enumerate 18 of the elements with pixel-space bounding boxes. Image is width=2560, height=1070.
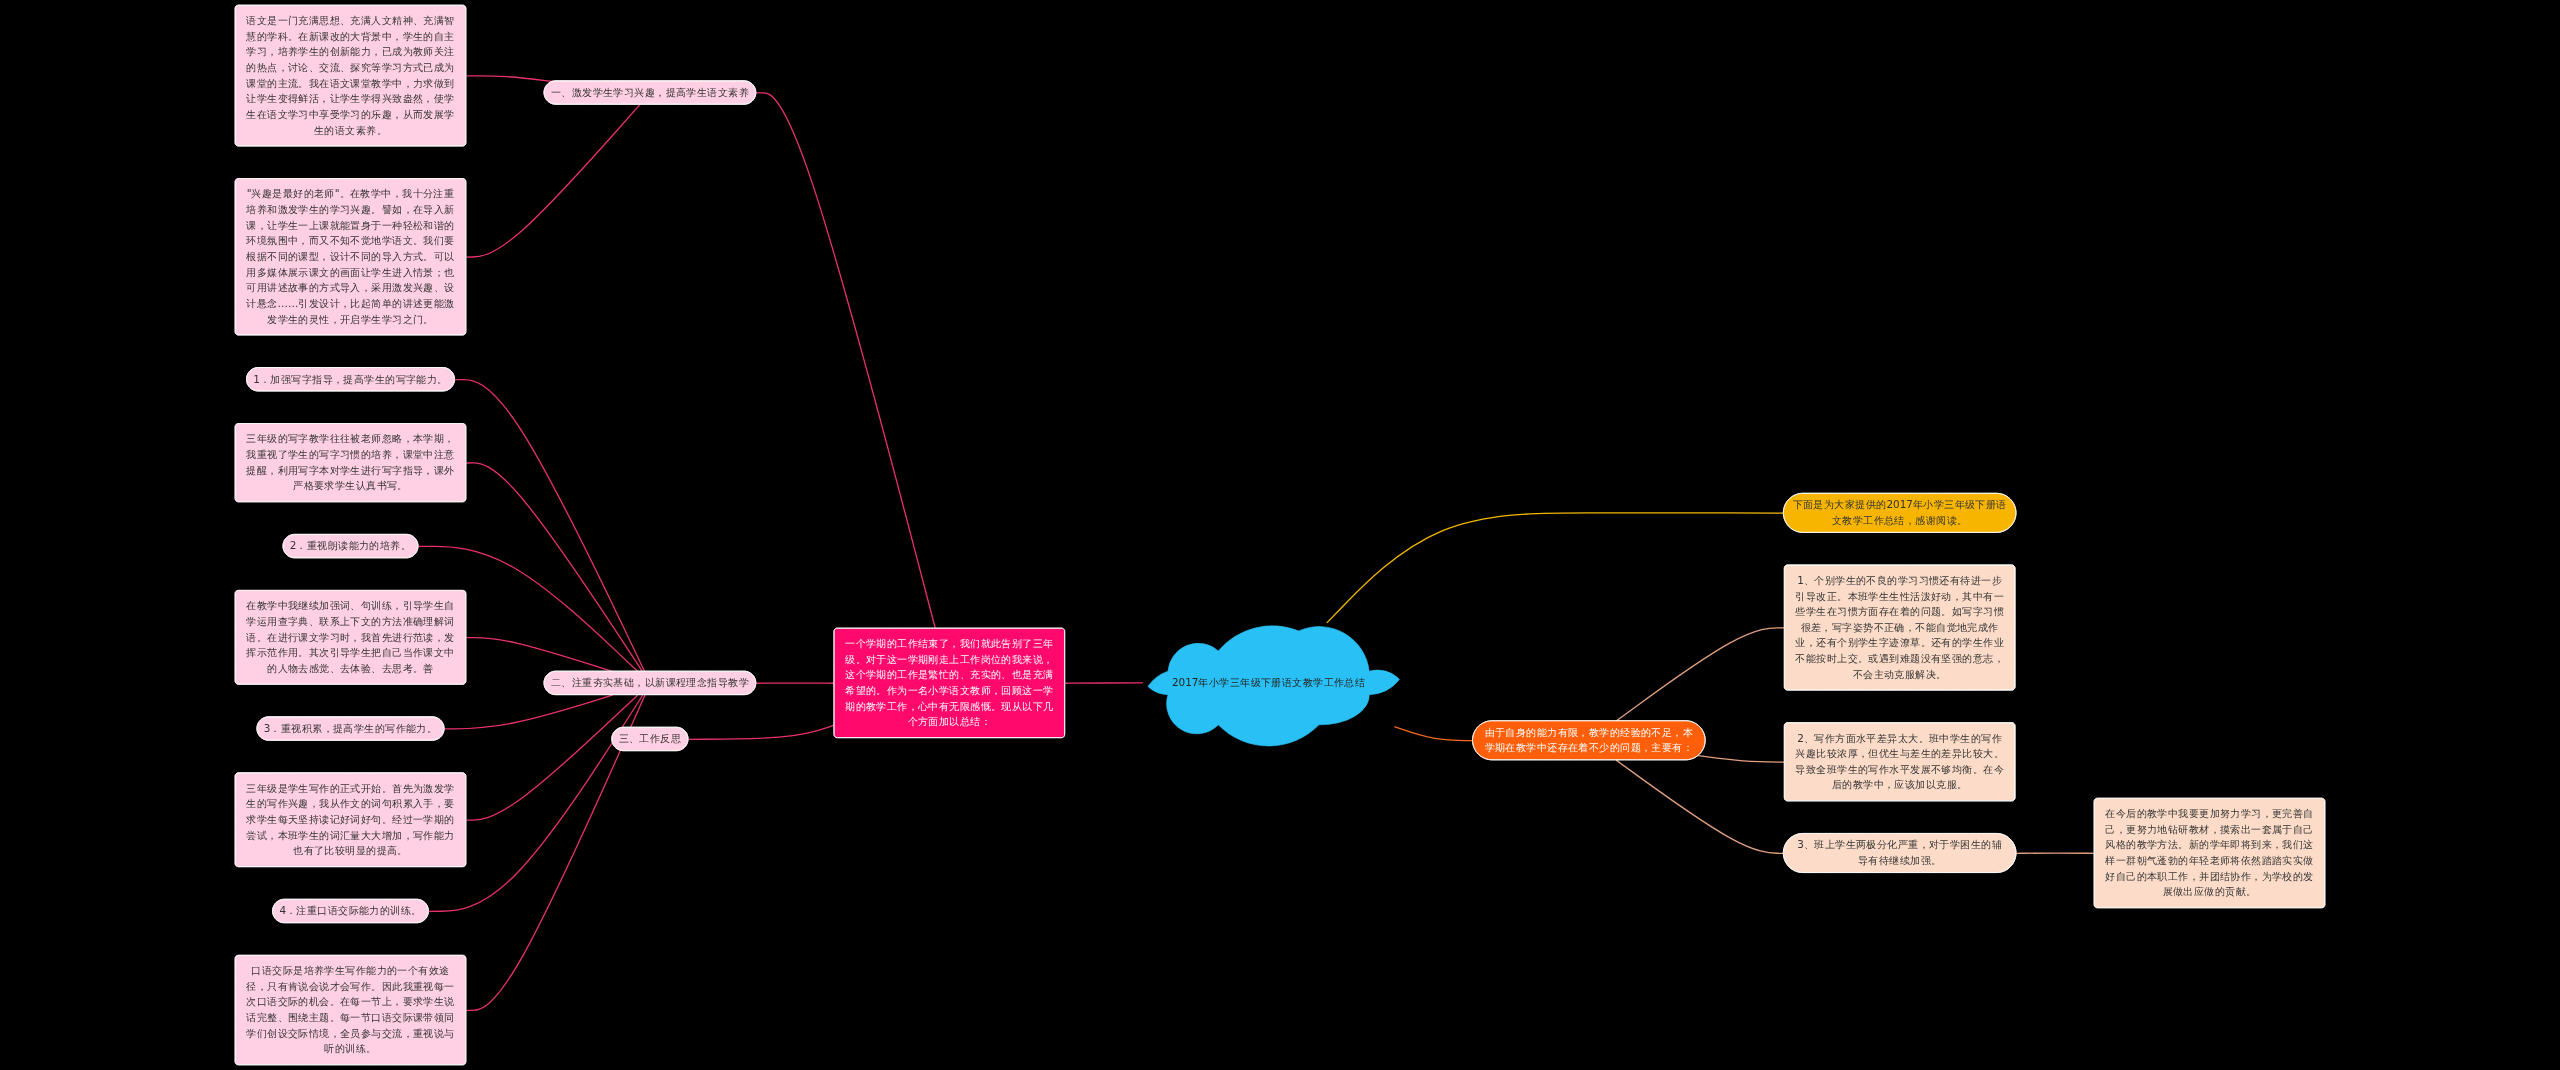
- connector: [1615, 759, 1785, 854]
- connector: [1615, 627, 1786, 722]
- connector: [465, 103, 641, 258]
- connector: [465, 694, 639, 821]
- connector: [1064, 682, 1144, 684]
- connector: [755, 92, 936, 630]
- connector: [443, 694, 614, 730]
- connector: [454, 378, 646, 673]
- connector: [1326, 512, 1785, 624]
- connector: [465, 462, 644, 673]
- connector: [2015, 852, 2096, 854]
- connector: [687, 724, 835, 740]
- connector: [1697, 755, 1786, 763]
- connector: [1393, 726, 1474, 742]
- connector: [428, 694, 644, 912]
- connector: [465, 694, 646, 1011]
- connector: [755, 682, 835, 684]
- connector: [417, 545, 639, 673]
